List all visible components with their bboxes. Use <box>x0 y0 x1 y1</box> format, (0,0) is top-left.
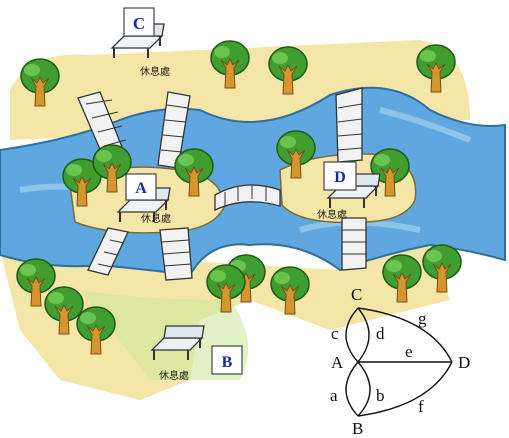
bridge-d-top <box>335 87 363 163</box>
location-c: C 休息處 <box>123 7 170 78</box>
vertex-b-label: B <box>352 419 363 438</box>
edge-e-label: e <box>405 342 413 361</box>
location-d: D 休息處 <box>317 161 357 221</box>
bridge-a-b-left <box>87 227 129 276</box>
vertex-c-label: C <box>351 285 362 304</box>
edge-c-label: c <box>331 324 339 343</box>
edge-g-label: g <box>418 309 427 328</box>
edge-a-label: a <box>330 386 338 405</box>
location-b-label: B <box>222 354 233 371</box>
location-c-label: C <box>133 14 145 33</box>
location-a-box <box>125 173 157 201</box>
edge-c <box>345 307 359 363</box>
edge-f-label: f <box>418 397 424 416</box>
edge-a <box>345 361 359 417</box>
edge-b-label: b <box>376 386 385 405</box>
location-c-box <box>123 7 155 37</box>
location-b-box <box>211 345 243 375</box>
bridge-a-d <box>214 184 281 212</box>
location-a: A 休息處 <box>125 173 171 225</box>
edge-d-label: d <box>376 324 385 343</box>
rest-area-c-label: 休息處 <box>140 65 170 78</box>
rest-area-a-label: 休息處 <box>141 212 171 225</box>
location-b: B 休息處 <box>159 345 243 382</box>
location-a-label: A <box>135 180 147 197</box>
edge-d <box>357 307 370 363</box>
bridge-a-b-right <box>159 227 193 281</box>
rest-area-b-label: 休息處 <box>159 369 189 382</box>
rest-area-d-label: 休息處 <box>317 208 347 221</box>
graph-diagram <box>345 307 453 417</box>
edge-g <box>357 307 453 363</box>
edge-b <box>357 361 371 417</box>
vertex-a-label: A <box>331 353 344 372</box>
sand-area-bottom <box>0 245 450 400</box>
vertex-d-label: D <box>458 353 470 372</box>
bridge-d-bottom <box>341 217 367 271</box>
location-d-label: D <box>334 169 346 186</box>
location-d-box <box>323 161 357 191</box>
edge-f <box>357 361 453 417</box>
